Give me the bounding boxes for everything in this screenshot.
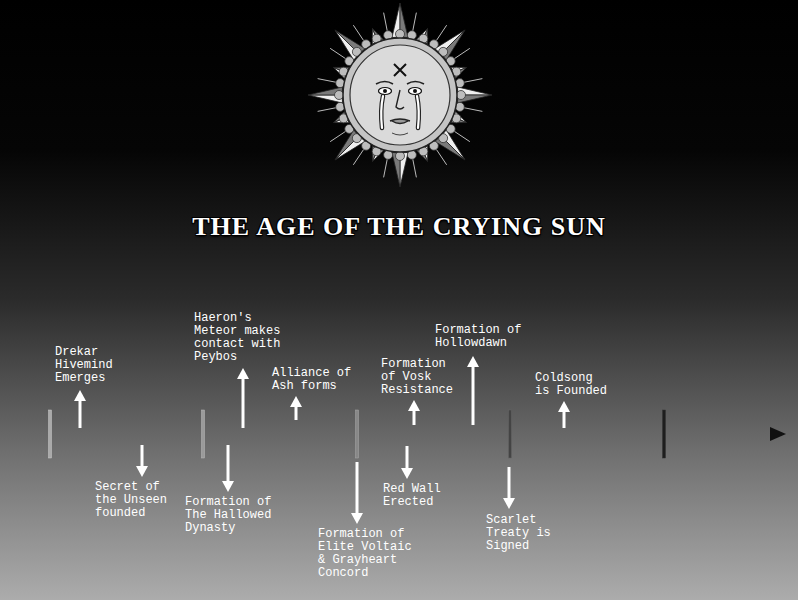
sun-ring xyxy=(343,38,457,152)
event-label: Red Wall Erected xyxy=(383,483,444,509)
arrow-head xyxy=(74,390,86,401)
sun-face xyxy=(350,45,450,145)
sun-nose xyxy=(396,90,404,109)
arrow-head xyxy=(408,400,420,411)
event-label: Drekar Hivemind Emerges xyxy=(55,346,116,385)
arrow-head xyxy=(290,396,302,407)
sun-scallop xyxy=(335,91,344,100)
arrow-head xyxy=(467,356,479,367)
event-label: Scarlet Treaty is Signed xyxy=(486,514,554,553)
axis-arrowhead xyxy=(770,427,786,441)
event-label: Alliance of Ash forms xyxy=(272,367,362,393)
tick-mark xyxy=(49,410,52,458)
sun-scallop xyxy=(396,30,405,39)
tick-mark xyxy=(509,410,512,458)
event-label: Coldsong is Founded xyxy=(535,372,611,398)
arrow-shaft xyxy=(141,445,144,469)
arrow-head xyxy=(401,468,413,479)
timeline xyxy=(0,410,786,458)
tick-mark xyxy=(356,410,359,458)
sun-pupil xyxy=(413,89,417,93)
tear-outline xyxy=(381,96,419,128)
event-label: Haeron's Meteor makes contact with Peybo… xyxy=(194,312,284,364)
event-arrows xyxy=(74,356,570,524)
arrow-shaft xyxy=(356,462,359,516)
arrow-head xyxy=(222,481,234,492)
event-label: Formation of The Hallowed Dynasty xyxy=(185,496,275,535)
diagram-title: THE AGE OF THE CRYING SUN xyxy=(0,212,798,242)
arrow-shaft xyxy=(406,446,409,471)
forehead-mark xyxy=(394,64,406,76)
arrow-shaft xyxy=(227,445,230,484)
arrow-head xyxy=(351,513,363,524)
sun-illustration xyxy=(308,3,492,187)
sun-scallop xyxy=(457,91,466,100)
sun-chin xyxy=(392,133,408,135)
tick-mark xyxy=(202,410,205,458)
arrow-shaft xyxy=(508,467,511,501)
event-label: Secret of the Unseen founded xyxy=(95,481,171,520)
arrow-shaft xyxy=(79,398,82,428)
sun-scallop xyxy=(396,152,405,161)
arrow-head xyxy=(136,466,148,477)
event-label: Formation of Elite Voltaic & Grayheart C… xyxy=(318,528,415,580)
arrow-head xyxy=(503,498,515,509)
sun-brows xyxy=(376,82,424,85)
tick-mark xyxy=(663,410,666,458)
sun-eye xyxy=(379,88,392,95)
arrow-shaft xyxy=(472,364,475,425)
sun-pupil xyxy=(383,89,387,93)
arrow-head xyxy=(237,368,249,379)
arrow-head xyxy=(558,401,570,412)
timeline-axis xyxy=(0,433,774,436)
arrow-shaft xyxy=(242,376,245,428)
sun-eye xyxy=(409,88,422,95)
sun-tears xyxy=(381,96,419,128)
event-label: Formation of Hollowdawn xyxy=(435,324,525,350)
event-label: Formation of Vosk Resistance xyxy=(381,358,457,397)
sun-features xyxy=(376,64,424,135)
sun-mouth xyxy=(390,119,410,124)
